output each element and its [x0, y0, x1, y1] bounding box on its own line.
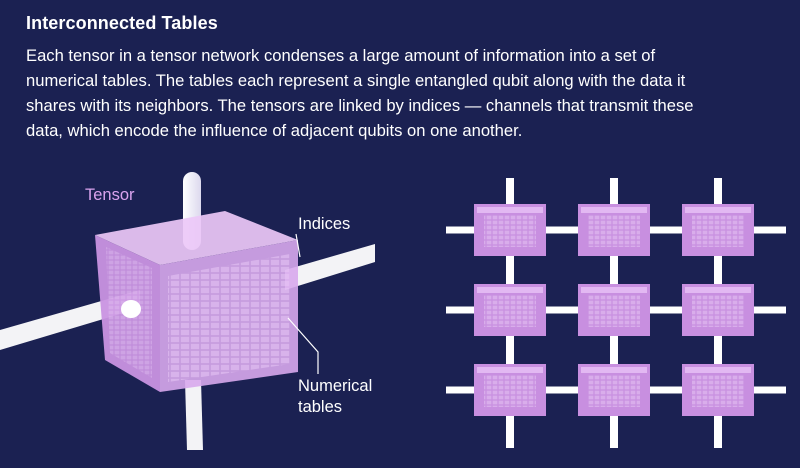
tensor-block-table: [692, 295, 744, 327]
tensor-block-top: [685, 287, 751, 293]
heading: Interconnected Tables: [26, 13, 218, 33]
tensor-top-face: [95, 211, 298, 265]
paragraph-line: data, which encode the influence of adja…: [26, 121, 523, 140]
tensor-block-table: [484, 295, 536, 327]
paragraph-line: numerical tables. The tables each repres…: [26, 71, 686, 90]
numerical-tables-label-line2: tables: [298, 398, 342, 416]
tensor-block-top: [685, 207, 751, 213]
numerical-leader-line: [287, 317, 319, 374]
tensor-block-table: [484, 215, 536, 247]
tensor-block-top: [581, 207, 647, 213]
tensor-block-top: [477, 287, 543, 293]
index-rod-right: [285, 244, 375, 290]
tensor-block-table: [484, 375, 536, 407]
index-rod-tip: [121, 300, 141, 318]
tensor-block-top: [685, 367, 751, 373]
tensor-block-table: [588, 375, 640, 407]
numerical-tables-label-line1: Numerical: [298, 377, 372, 395]
tensor-block-table: [588, 295, 640, 327]
indices-label: Indices: [298, 215, 350, 233]
tensor-block-table: [588, 215, 640, 247]
tensor-block-top: [477, 367, 543, 373]
single-tensor: [0, 172, 375, 450]
paragraph-line: shares with its neighbors. The tensors a…: [26, 96, 694, 115]
tensor-block-top: [581, 367, 647, 373]
tensor-block-table: [692, 375, 744, 407]
description-paragraph: Each tensor in a tensor network condense…: [26, 43, 786, 143]
paragraph-line: Each tensor in a tensor network condense…: [26, 46, 656, 65]
tensor-block-table: [692, 215, 744, 247]
tensor-label: Tensor: [85, 186, 135, 204]
tensor-network: [446, 178, 786, 448]
indices-leader-line: [295, 233, 301, 258]
numerical-table-front: [168, 254, 290, 382]
index-rod-bottom: [185, 380, 203, 450]
tensor-block-top: [581, 287, 647, 293]
tensor-block-top: [477, 207, 543, 213]
